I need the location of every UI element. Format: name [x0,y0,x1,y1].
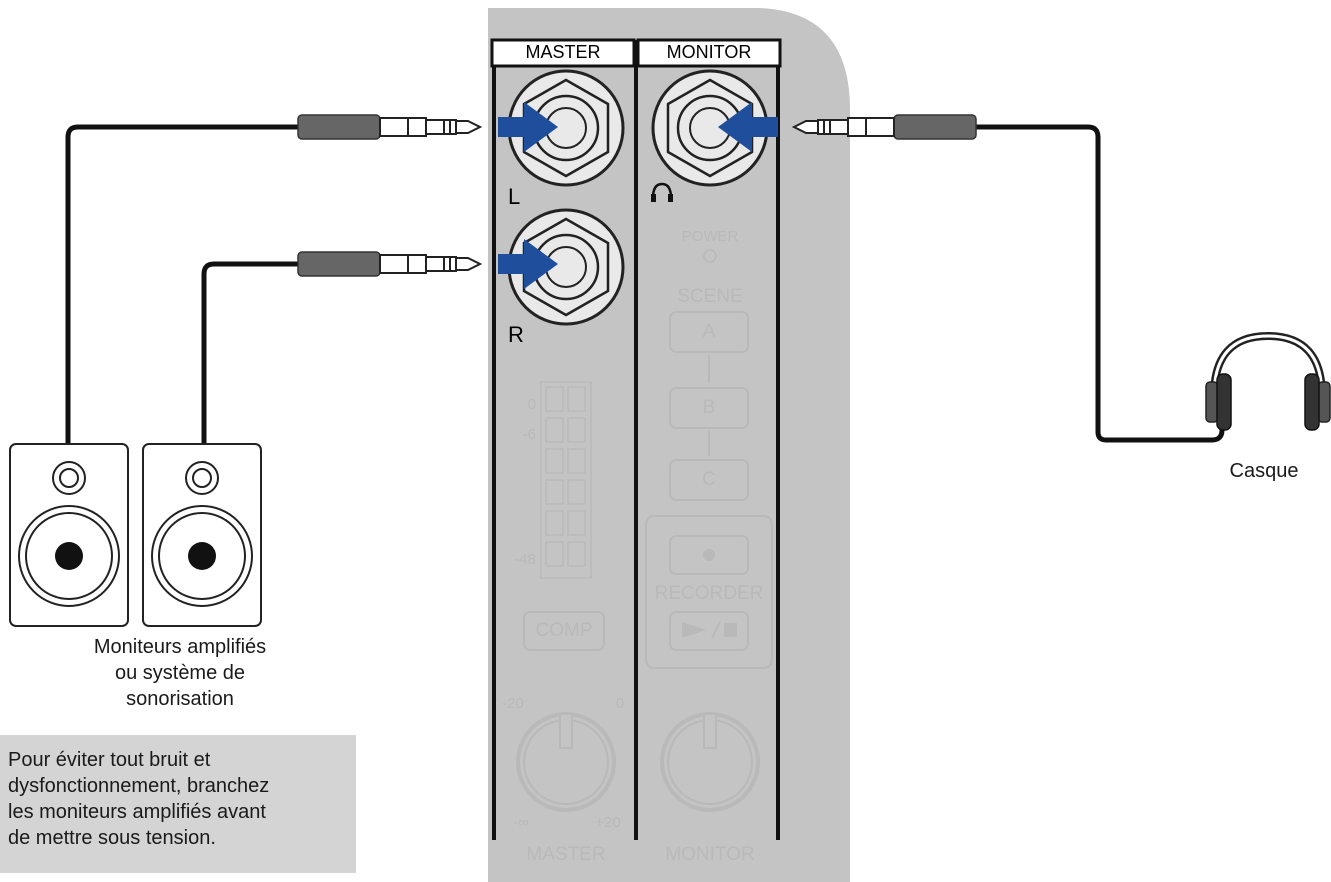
speakers-caption-line: sonorisation [126,688,234,710]
scene-c-button-frame [669,459,749,501]
monitor-knob [660,712,760,812]
speakers-caption-line: ou système de [114,662,246,684]
knob-scale-zero: 0 [615,695,625,712]
record-button-frame [669,535,749,575]
record-icon [703,549,715,561]
master-knob [516,712,616,812]
power-led [703,249,717,263]
knob-scale-neg-inf: -∞ [513,814,529,831]
power-label: POWER [681,228,739,245]
plug-headphones [791,114,977,140]
master-l-jack [507,69,625,187]
arrow-into-r-jack [498,239,558,289]
note-line: Pour éviter tout bruit et [8,749,211,771]
knob-scale-max: +20 [595,814,621,831]
jack-r-label: R [508,322,524,347]
scene-b-button-frame [669,387,749,429]
monitor-header-label: MONITOR [666,42,752,62]
monitor-footer-label: MONITOR [665,844,755,865]
monitor-column-right-rule [776,40,780,840]
headphones-caption: Casque [1229,460,1299,482]
recorder-section [645,515,773,669]
recorder-label: RECORDER [654,583,764,604]
meter-scale-0: 0 [527,396,536,413]
scene-a-label: A [702,321,716,342]
plug-right [297,251,483,277]
arrow-into-l-jack [498,102,558,152]
monitor-header-box [636,38,782,68]
speakers-caption-line: Moniteurs amplifiés [93,636,267,658]
cable-headphones [976,124,1225,443]
master-column-left-rule [492,40,496,840]
speaker-right [142,443,262,627]
jack-l-label: L [508,184,521,209]
note-line: les moniteurs amplifiés avant [8,801,266,823]
comp-button-frame [523,611,605,651]
comp-label: COMP [535,620,593,641]
master-header-label: MASTER [525,42,601,62]
master-header-box [490,38,636,68]
master-footer-label: MASTER [526,844,606,865]
cable-left-speaker [65,124,300,444]
play-stop-icon [682,621,737,639]
cable-right-speaker [201,261,300,444]
column-divider [634,40,638,840]
meter-scale-minus6: -6 [522,426,536,443]
knob-scale-min: -20 [502,695,524,712]
arrow-into-headphone-jack [718,102,778,152]
scene-a-button-frame [669,311,749,353]
speaker-left [9,443,129,627]
level-meter [540,381,592,579]
warning-note: Pour éviter tout bruit et dysfonctionnem… [0,735,356,873]
note-line: de mettre sous tension. [8,827,216,849]
speakers-caption: Moniteurs amplifiés ou système de sonori… [20,634,340,712]
note-line: dysfonctionnement, branchez [8,775,270,797]
meter-scale-minus48: -48 [514,551,536,568]
headphones-illustration [1205,331,1331,431]
headphones-icon [651,182,673,202]
scene-label: SCENE [677,286,743,307]
scene-c-label: C [702,469,716,490]
play-stop-button-frame [669,611,749,651]
plug-left [297,114,483,140]
scene-b-label: B [702,397,716,418]
